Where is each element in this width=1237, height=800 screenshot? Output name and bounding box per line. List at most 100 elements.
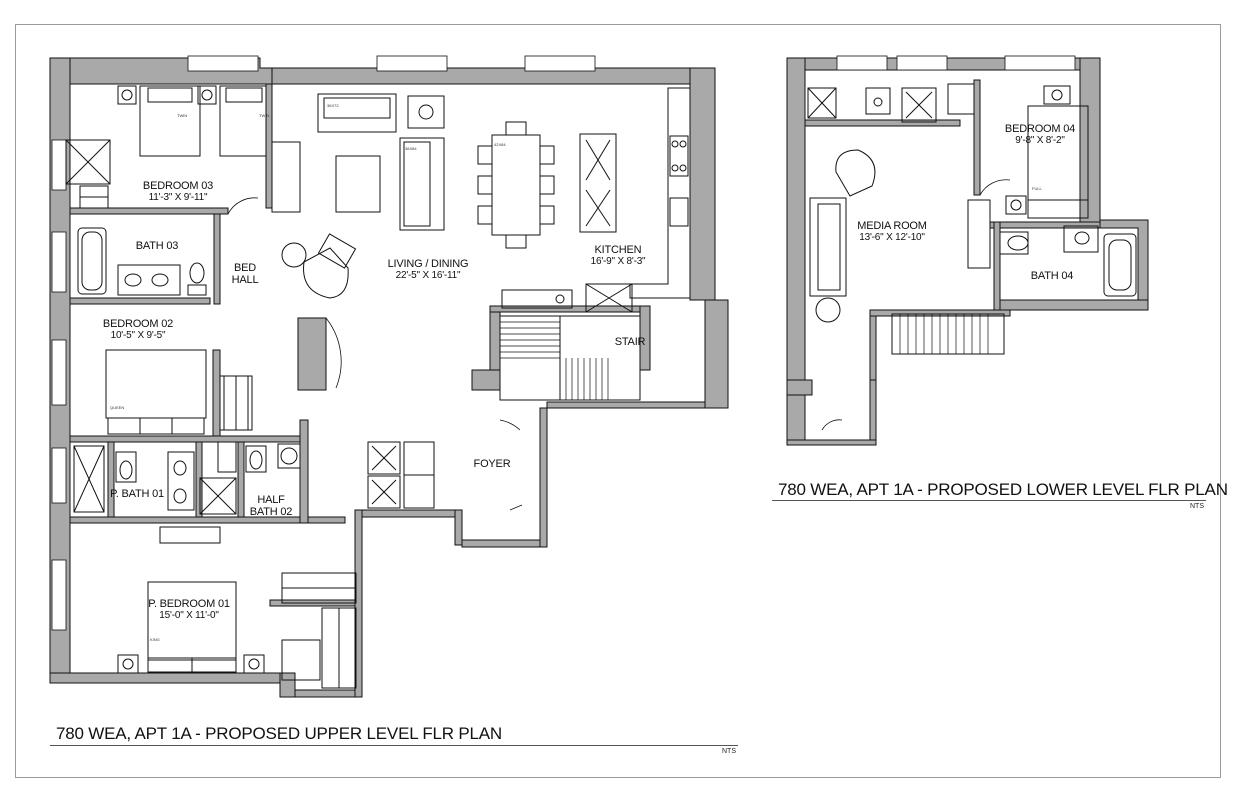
wall [489, 305, 651, 313]
room-dimensions: 16'-9" X 8'-3" [590, 256, 646, 267]
room-name: MEDIA ROOM [857, 220, 927, 232]
room-name: P. BATH 01 [110, 488, 164, 500]
bench [271, 141, 301, 213]
title-underline [772, 500, 1206, 501]
room-label-foyer: FOYER [474, 458, 511, 470]
wall [869, 379, 877, 446]
wall [107, 441, 115, 518]
window [51, 339, 67, 406]
table-size-tag: 42X84 [494, 142, 506, 147]
room-label-living-dining: LIVING / DINING 22'-5" X 16'-11" [388, 258, 469, 282]
room-dimensions: 15'-0" X 11'-0" [159, 610, 219, 621]
title-underline [50, 745, 738, 746]
bed [139, 85, 201, 157]
room-name: HALF BATH 02 [249, 494, 293, 518]
armchair [835, 149, 876, 197]
wall [265, 83, 273, 209]
room-label-bedroom-02: BEDROOM 02 10'-5" X 9'-5" [103, 318, 173, 342]
sink [865, 87, 891, 115]
room-label-half-bath-02: HALF BATH 02 [249, 482, 293, 518]
wall [993, 221, 1001, 311]
window [1004, 55, 1076, 71]
wall [294, 689, 361, 698]
room-label-bed-hall: BED HALL [232, 250, 259, 286]
wall [999, 299, 1149, 311]
room-dimensions: 11'-3" X 9'-11" [148, 192, 208, 203]
room-label-bath-03: BATH 03 [135, 240, 179, 252]
window [376, 55, 448, 72]
room-name: BED HALL [231, 262, 259, 286]
bed-size-tag: TWIN [259, 113, 270, 118]
wall [69, 207, 229, 215]
bed [219, 85, 267, 157]
room-name: LIVING / DINING [387, 258, 469, 270]
wall [69, 435, 306, 443]
room-label-p-bedroom-01: P. BEDROOM 01 15'-0" X 11'-0" [148, 598, 230, 622]
room-name: BEDROOM 02 [102, 318, 174, 330]
room-name: STAIR [614, 336, 646, 348]
room-label-bath-04: BATH 04 [1030, 270, 1074, 282]
shower [73, 445, 105, 513]
room-name: BATH 04 [1030, 270, 1074, 282]
wall [704, 299, 729, 409]
side-table [407, 95, 445, 129]
kitchen-island [579, 133, 617, 233]
wall [1079, 57, 1101, 229]
toilet [245, 445, 267, 473]
wall [804, 119, 961, 127]
lower-scale-note: NTS [1190, 503, 1204, 510]
wall [973, 79, 981, 196]
nightstand [1043, 85, 1071, 105]
sofa [809, 197, 847, 297]
window [524, 55, 596, 72]
room-dimensions: 13'-6" X 12'-10" [859, 232, 925, 243]
wall [869, 315, 877, 381]
wall [213, 213, 221, 305]
nightstand [117, 85, 137, 105]
wall [69, 297, 211, 305]
sofa [399, 137, 445, 231]
kitchen-sink [669, 197, 689, 227]
wall [271, 67, 716, 85]
nightstand [117, 654, 139, 674]
lower-plan-title: 780 WEA, APT 1A - PROPOSED LOWER LEVEL F… [778, 480, 1228, 499]
drawing-frame [15, 24, 1221, 778]
sofa-size-tag: 36X72 [327, 103, 339, 108]
wall [539, 407, 548, 548]
room-name: FOYER [473, 458, 511, 470]
room-dimensions: 9'-8" X 8'-2" [1015, 135, 1065, 146]
room-name: BATH 03 [135, 240, 179, 252]
cooktop [669, 135, 689, 177]
bed-size-tag: QUEEN [110, 405, 125, 410]
upper-plan-title: 780 WEA, APT 1A - PROPOSED UPPER LEVEL F… [56, 724, 502, 743]
bed-size-tag: TWIN [177, 113, 188, 118]
vanity [1063, 225, 1099, 253]
toilet [999, 231, 1029, 255]
room-name: KITCHEN [594, 244, 642, 256]
room-label-p-bath-01: P. BATH 01 [110, 488, 164, 500]
nightstand [243, 654, 265, 674]
room-name: BEDROOM 04 [1004, 123, 1076, 135]
toilet [115, 451, 137, 483]
window [51, 447, 67, 504]
vanity [117, 264, 181, 296]
window [51, 231, 67, 293]
wall [786, 379, 813, 396]
wall [546, 401, 706, 409]
room-label-stair: STAIR [615, 336, 646, 348]
room-name: P. BEDROOM 01 [148, 598, 230, 610]
wall [297, 317, 327, 391]
upper-scale-note: NTS [722, 748, 736, 755]
dining-table [491, 134, 541, 236]
room-label-kitchen: KITCHEN 16'-9" X 8'-3" [591, 244, 646, 268]
room-label-bedroom-03: BEDROOM 03 11'-3" X 9'-11" [143, 180, 213, 204]
wall [471, 369, 501, 391]
room-dimensions: 10'-5" X 9'-5" [110, 330, 166, 341]
wall [69, 516, 346, 524]
wall [1099, 219, 1149, 301]
vanity [167, 451, 195, 511]
window [896, 55, 948, 71]
wall [786, 439, 877, 446]
wall [212, 349, 221, 437]
